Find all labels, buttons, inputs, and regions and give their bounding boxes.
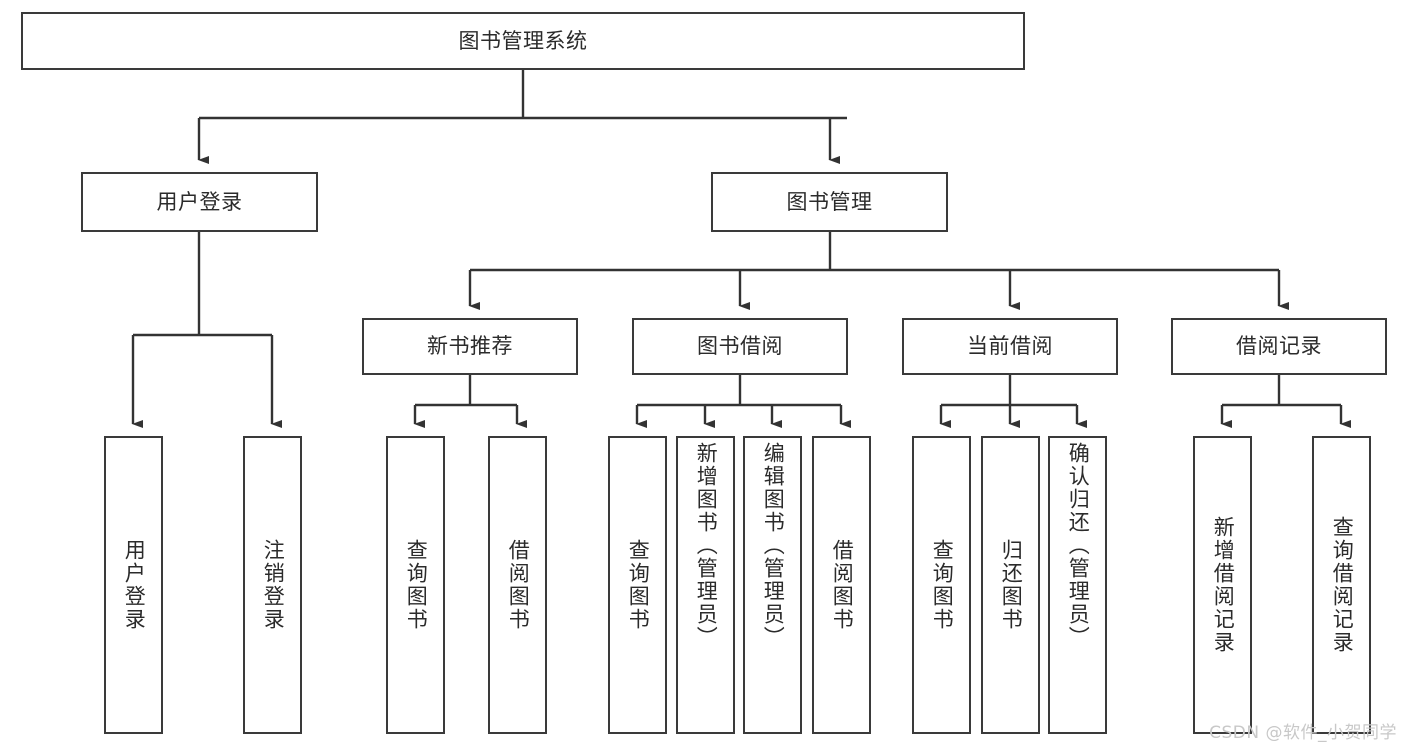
node-label: 查询借阅记录 — [1330, 516, 1355, 654]
node-label: 借阅图书 — [506, 539, 531, 631]
node-book-borrow[interactable]: 图书借阅 — [632, 318, 848, 375]
node-label: 新书推荐 — [427, 334, 513, 359]
leaf-borrow-record-add-record[interactable]: 新增借阅记录 — [1193, 436, 1252, 734]
node-label: 注销登录 — [261, 539, 286, 631]
node-book-management[interactable]: 图书管理 — [711, 172, 948, 232]
node-label: 查询图书 — [404, 539, 429, 631]
node-label: 新增图书（管理员） — [694, 442, 719, 649]
node-label: 查询图书 — [626, 539, 651, 631]
leaf-current-borrow-return-book[interactable]: 归还图书 — [981, 436, 1040, 734]
node-label: 归还图书 — [999, 539, 1024, 631]
node-label: 图书借阅 — [697, 334, 783, 359]
node-label: 用户登录 — [122, 539, 147, 631]
leaf-book-borrow-add-book-admin[interactable]: 新增图书（管理员） — [676, 436, 735, 734]
node-label: 确认归还（管理员） — [1066, 442, 1091, 649]
leaf-book-borrow-query-book[interactable]: 查询图书 — [608, 436, 667, 734]
node-borrow-record[interactable]: 借阅记录 — [1171, 318, 1387, 375]
node-label: 查询图书 — [930, 539, 955, 631]
leaf-new-book-borrow-book[interactable]: 借阅图书 — [488, 436, 547, 734]
node-new-book-recommend[interactable]: 新书推荐 — [362, 318, 578, 375]
node-label: 图书管理系统 — [458, 28, 588, 53]
leaf-user-login-login[interactable]: 用户登录 — [104, 436, 163, 734]
leaf-book-borrow-edit-book-admin[interactable]: 编辑图书（管理员） — [743, 436, 802, 734]
node-label: 当前借阅 — [967, 334, 1053, 359]
node-label: 图书管理 — [786, 189, 873, 214]
node-label: 借阅记录 — [1236, 334, 1322, 359]
node-label: 用户登录 — [156, 189, 243, 214]
leaf-current-borrow-query-book[interactable]: 查询图书 — [912, 436, 971, 734]
leaf-borrow-record-query-record[interactable]: 查询借阅记录 — [1312, 436, 1371, 734]
leaf-new-book-query-book[interactable]: 查询图书 — [386, 436, 445, 734]
node-current-borrow[interactable]: 当前借阅 — [902, 318, 1118, 375]
node-root-book-management-system[interactable]: 图书管理系统 — [21, 12, 1025, 70]
leaf-user-login-logout[interactable]: 注销登录 — [243, 436, 302, 734]
leaf-current-borrow-confirm-return-admin[interactable]: 确认归还（管理员） — [1048, 436, 1107, 734]
leaf-book-borrow-borrow-book[interactable]: 借阅图书 — [812, 436, 871, 734]
csdn-watermark: CSDN @软件_小贺同学 — [1209, 723, 1397, 743]
node-label: 编辑图书（管理员） — [761, 442, 786, 649]
node-label: 新增借阅记录 — [1211, 516, 1236, 654]
node-label: 借阅图书 — [830, 539, 855, 631]
node-user-login[interactable]: 用户登录 — [81, 172, 318, 232]
